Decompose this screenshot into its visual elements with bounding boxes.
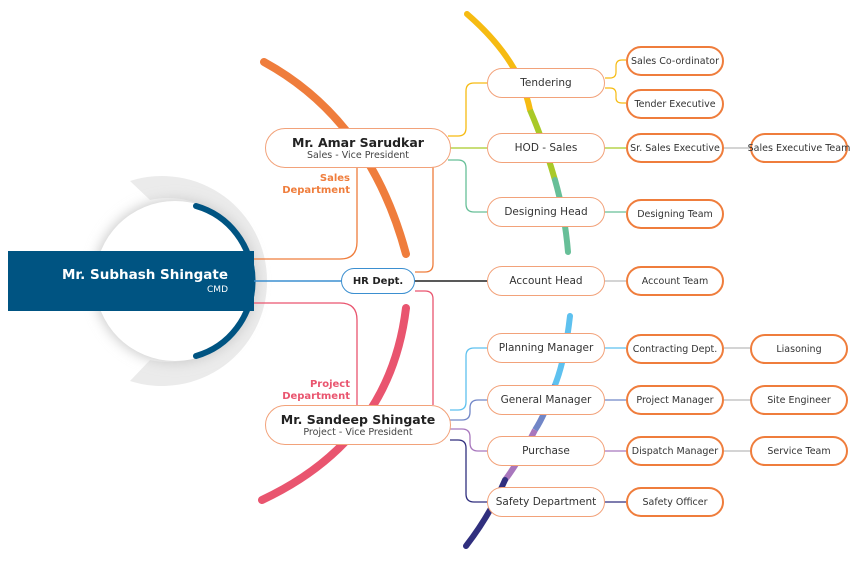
- designing-team-node[interactable]: Designing Team: [626, 199, 724, 229]
- sales-vp-name: Mr. Amar Sarudkar: [292, 135, 424, 150]
- cmd-to-sales-line: [254, 165, 358, 260]
- sales-executive-team-node[interactable]: Sales Executive Team: [748, 133, 850, 163]
- liasoning-node[interactable]: Liasoning: [750, 334, 848, 364]
- tender-executive-node[interactable]: Tender Executive: [626, 89, 724, 119]
- sales-dept-line2: Department: [282, 185, 350, 196]
- safety-officer-node[interactable]: Safety Officer: [626, 487, 724, 517]
- sr-sales-executive-node[interactable]: Sr. Sales Executive: [626, 133, 724, 163]
- contracting-dept-node[interactable]: Contracting Dept.: [626, 334, 724, 364]
- hod-sales-node[interactable]: HOD - Sales: [487, 133, 605, 163]
- project-dept-line2: Department: [282, 391, 350, 402]
- planning-manager-node[interactable]: Planning Manager: [487, 333, 605, 363]
- sales-coordinator-node[interactable]: Sales Co-ordinator: [626, 46, 724, 76]
- hr-to-sales-line: [415, 165, 434, 273]
- account-head-node[interactable]: Account Head: [487, 266, 605, 296]
- cmd-node[interactable]: Mr. Subhash Shingate CMD: [8, 251, 254, 311]
- dispatch-manager-node[interactable]: Dispatch Manager: [626, 436, 724, 466]
- project-to-general-line: [450, 399, 487, 421]
- project-vp-node[interactable]: Mr. Sandeep Shingate Project - Vice Pres…: [265, 405, 451, 445]
- cmd-role: CMD: [207, 285, 228, 295]
- project-to-purchase-line: [450, 428, 487, 452]
- cmd-name: Mr. Subhash Shingate: [61, 267, 228, 283]
- sales-dept-line1: Sales: [319, 173, 350, 184]
- sales-rainbow-arc-yellow: [464, 11, 533, 113]
- project-to-planning-line: [450, 347, 487, 411]
- sales-vp-role: Sales - Vice President: [306, 150, 410, 161]
- hr-to-project-line: [415, 290, 434, 405]
- tendering-to-tender-exec-line: [605, 87, 626, 104]
- site-engineer-node[interactable]: Site Engineer: [750, 385, 848, 415]
- project-arc: [258, 304, 410, 504]
- safety-department-node[interactable]: Safety Department: [487, 487, 605, 517]
- project-vp-name: Mr. Sandeep Shingate: [280, 412, 436, 427]
- project-to-safety-line: [450, 439, 487, 503]
- tendering-node[interactable]: Tendering: [487, 68, 605, 98]
- hr-dept-node[interactable]: HR Dept.: [341, 268, 415, 294]
- cmd-to-project-line: [254, 302, 358, 405]
- sales-to-tendering-line: [448, 82, 487, 137]
- general-manager-node[interactable]: General Manager: [487, 385, 605, 415]
- designing-head-node[interactable]: Designing Head: [487, 197, 605, 227]
- sales-department-label: Sales Department: [280, 173, 350, 197]
- project-vp-role: Project - Vice President: [303, 427, 413, 438]
- purchase-node[interactable]: Purchase: [487, 436, 605, 466]
- service-team-node[interactable]: Service Team: [750, 436, 848, 466]
- project-manager-node[interactable]: Project Manager: [626, 385, 724, 415]
- account-team-node[interactable]: Account Team: [626, 266, 724, 296]
- project-rainbow-arc-navy: [463, 477, 508, 549]
- project-dept-line1: Project: [309, 379, 350, 390]
- project-department-label: Project Department: [280, 379, 350, 403]
- tendering-to-coordinator-line: [605, 59, 626, 79]
- sales-vp-node[interactable]: Mr. Amar Sarudkar Sales - Vice President: [265, 128, 451, 168]
- sales-to-designing-line: [448, 159, 487, 213]
